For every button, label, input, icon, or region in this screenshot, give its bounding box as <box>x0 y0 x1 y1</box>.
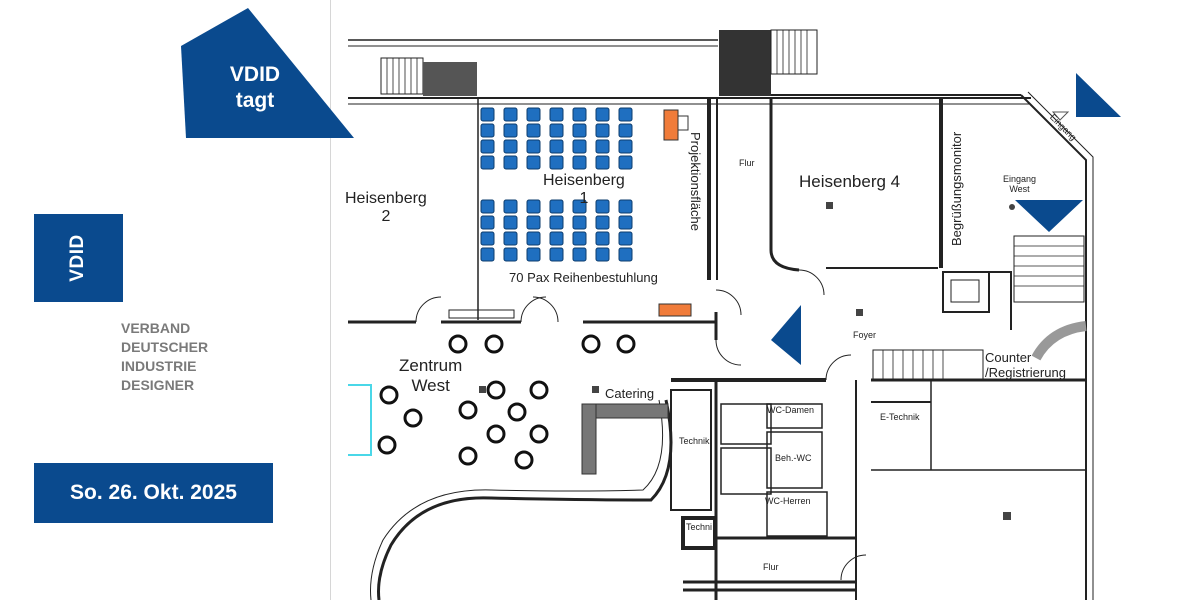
vdid-logo-label: VDID <box>67 234 88 282</box>
room-heisenberg-2-line-1: Heisenberg <box>345 190 427 207</box>
logo-line-2: tagt <box>235 89 275 112</box>
counter-label: Counter /Registrierung <box>985 350 1066 380</box>
association-line-3: INDUSTRIE <box>121 358 197 374</box>
room-heisenberg-1-line-2: 1 <box>579 190 589 207</box>
round-tables <box>377 334 636 470</box>
beh-wc-label: Beh.-WC <box>775 453 812 463</box>
welcome-monitor-label: Begrüßungsmonitor <box>949 131 964 246</box>
zentrum-west-label: Zentrum West <box>399 356 462 396</box>
seating-note: 70 Pax Reihenbestuhlung <box>509 270 658 285</box>
zentrum-west-line-1: Zentrum <box>399 356 463 375</box>
e-technik-label: E-Technik <box>880 412 920 422</box>
wc-herren-label: WC-Herren <box>765 496 811 506</box>
room-heisenberg-1-label: Heisenberg 1 <box>543 172 625 208</box>
event-date: So. 26. Okt. 2025 <box>70 481 237 504</box>
flur-top-label: Flur <box>739 158 755 168</box>
counter-line-2: /Registrierung <box>985 365 1066 380</box>
floor-plan-drawing <box>348 29 1121 600</box>
flur-bottom-label: Flur <box>763 562 779 572</box>
vdid-tagt-logo <box>181 8 354 138</box>
entrance-west-label: Eingang West <box>1003 174 1036 194</box>
location-marker-icon <box>771 305 801 365</box>
location-marker-icon <box>1076 73 1121 117</box>
catering-label: Catering <box>605 386 655 401</box>
association-line-4: DESIGNER <box>121 377 195 393</box>
entrance-west-line-1: Eingang <box>1003 174 1037 184</box>
catering-counter <box>581 403 669 475</box>
logo-text: VDID tagt <box>213 62 297 114</box>
technik-label: Technik <box>679 436 710 446</box>
event-date-banner: So. 26. Okt. 2025 <box>34 463 273 523</box>
room-heisenberg-2-label: Heisenberg 2 <box>345 190 427 226</box>
seating-block <box>480 107 633 262</box>
zentrum-west-line-2: West <box>411 376 450 395</box>
association-line-2: DEUTSCHER <box>121 339 209 355</box>
location-marker-icon <box>1015 200 1083 232</box>
logo-line-1: VDID <box>229 63 281 86</box>
association-name: VERBAND DEUTSCHER INDUSTRIE DESIGNER <box>121 319 208 395</box>
entrance-west-line-2: West <box>1009 184 1030 194</box>
counter-line-1: Counter <box>985 350 1032 365</box>
room-heisenberg-4-label: Heisenberg 4 <box>799 172 901 191</box>
technik-small-label: Techni <box>686 522 713 532</box>
projection-label: Projektionsfläche <box>688 132 703 231</box>
vdid-logo-box: VDID <box>34 214 123 302</box>
floor-plan: Heisenberg 2 Heisenberg 1 70 Pax Reihenb… <box>331 0 1200 600</box>
lectern <box>663 109 679 141</box>
wc-damen-label: WC-Damen <box>767 405 815 415</box>
entrance-arrow-icon <box>1051 111 1070 121</box>
room-heisenberg-1-line-1: Heisenberg <box>543 172 625 189</box>
room-heisenberg-2-line-2: 2 <box>381 208 391 225</box>
foyer-label: Foyer <box>853 330 877 340</box>
association-line-1: VERBAND <box>121 320 191 336</box>
branding-panel: VDID tagt VDID VERBAND DEUTSCHER INDUSTR… <box>0 0 354 600</box>
